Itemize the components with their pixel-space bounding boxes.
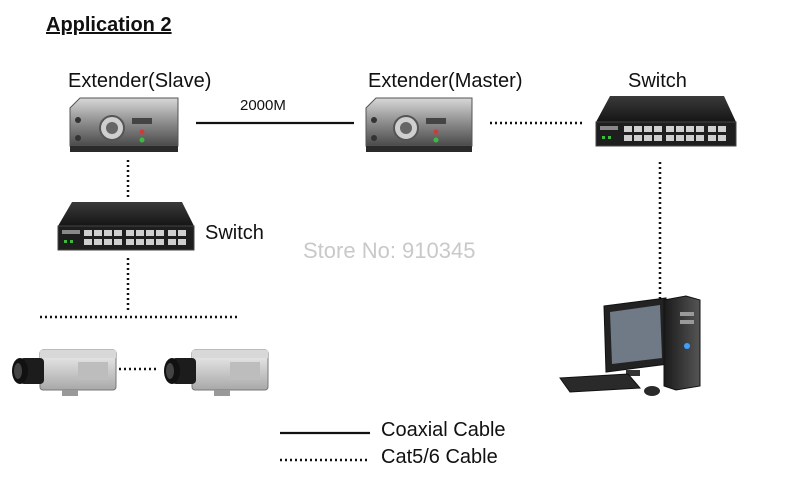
switch-top-device [595,96,737,147]
legend-cat-label: Cat5/6 Cable [381,446,498,468]
label-extender-master: Extender(Master) [368,70,523,92]
extender-slave-device [69,97,179,152]
diagram-title: Application 2 [46,14,172,36]
computer-device [559,295,701,396]
label-link-speed: 2000M [240,97,286,114]
camera-2-device [164,349,269,396]
label-extender-slave: Extender(Slave) [68,70,212,92]
camera-1-device [12,349,117,396]
label-switch-middle: Switch [205,222,264,244]
switch-middle-device [57,202,195,251]
legend-coaxial-label: Coaxial Cable [381,419,506,441]
watermark-text: Store No: 910345 [303,238,476,263]
extender-master-device [365,97,473,152]
cat-link-switch-cameras [40,258,240,319]
label-switch-top: Switch [628,70,687,92]
